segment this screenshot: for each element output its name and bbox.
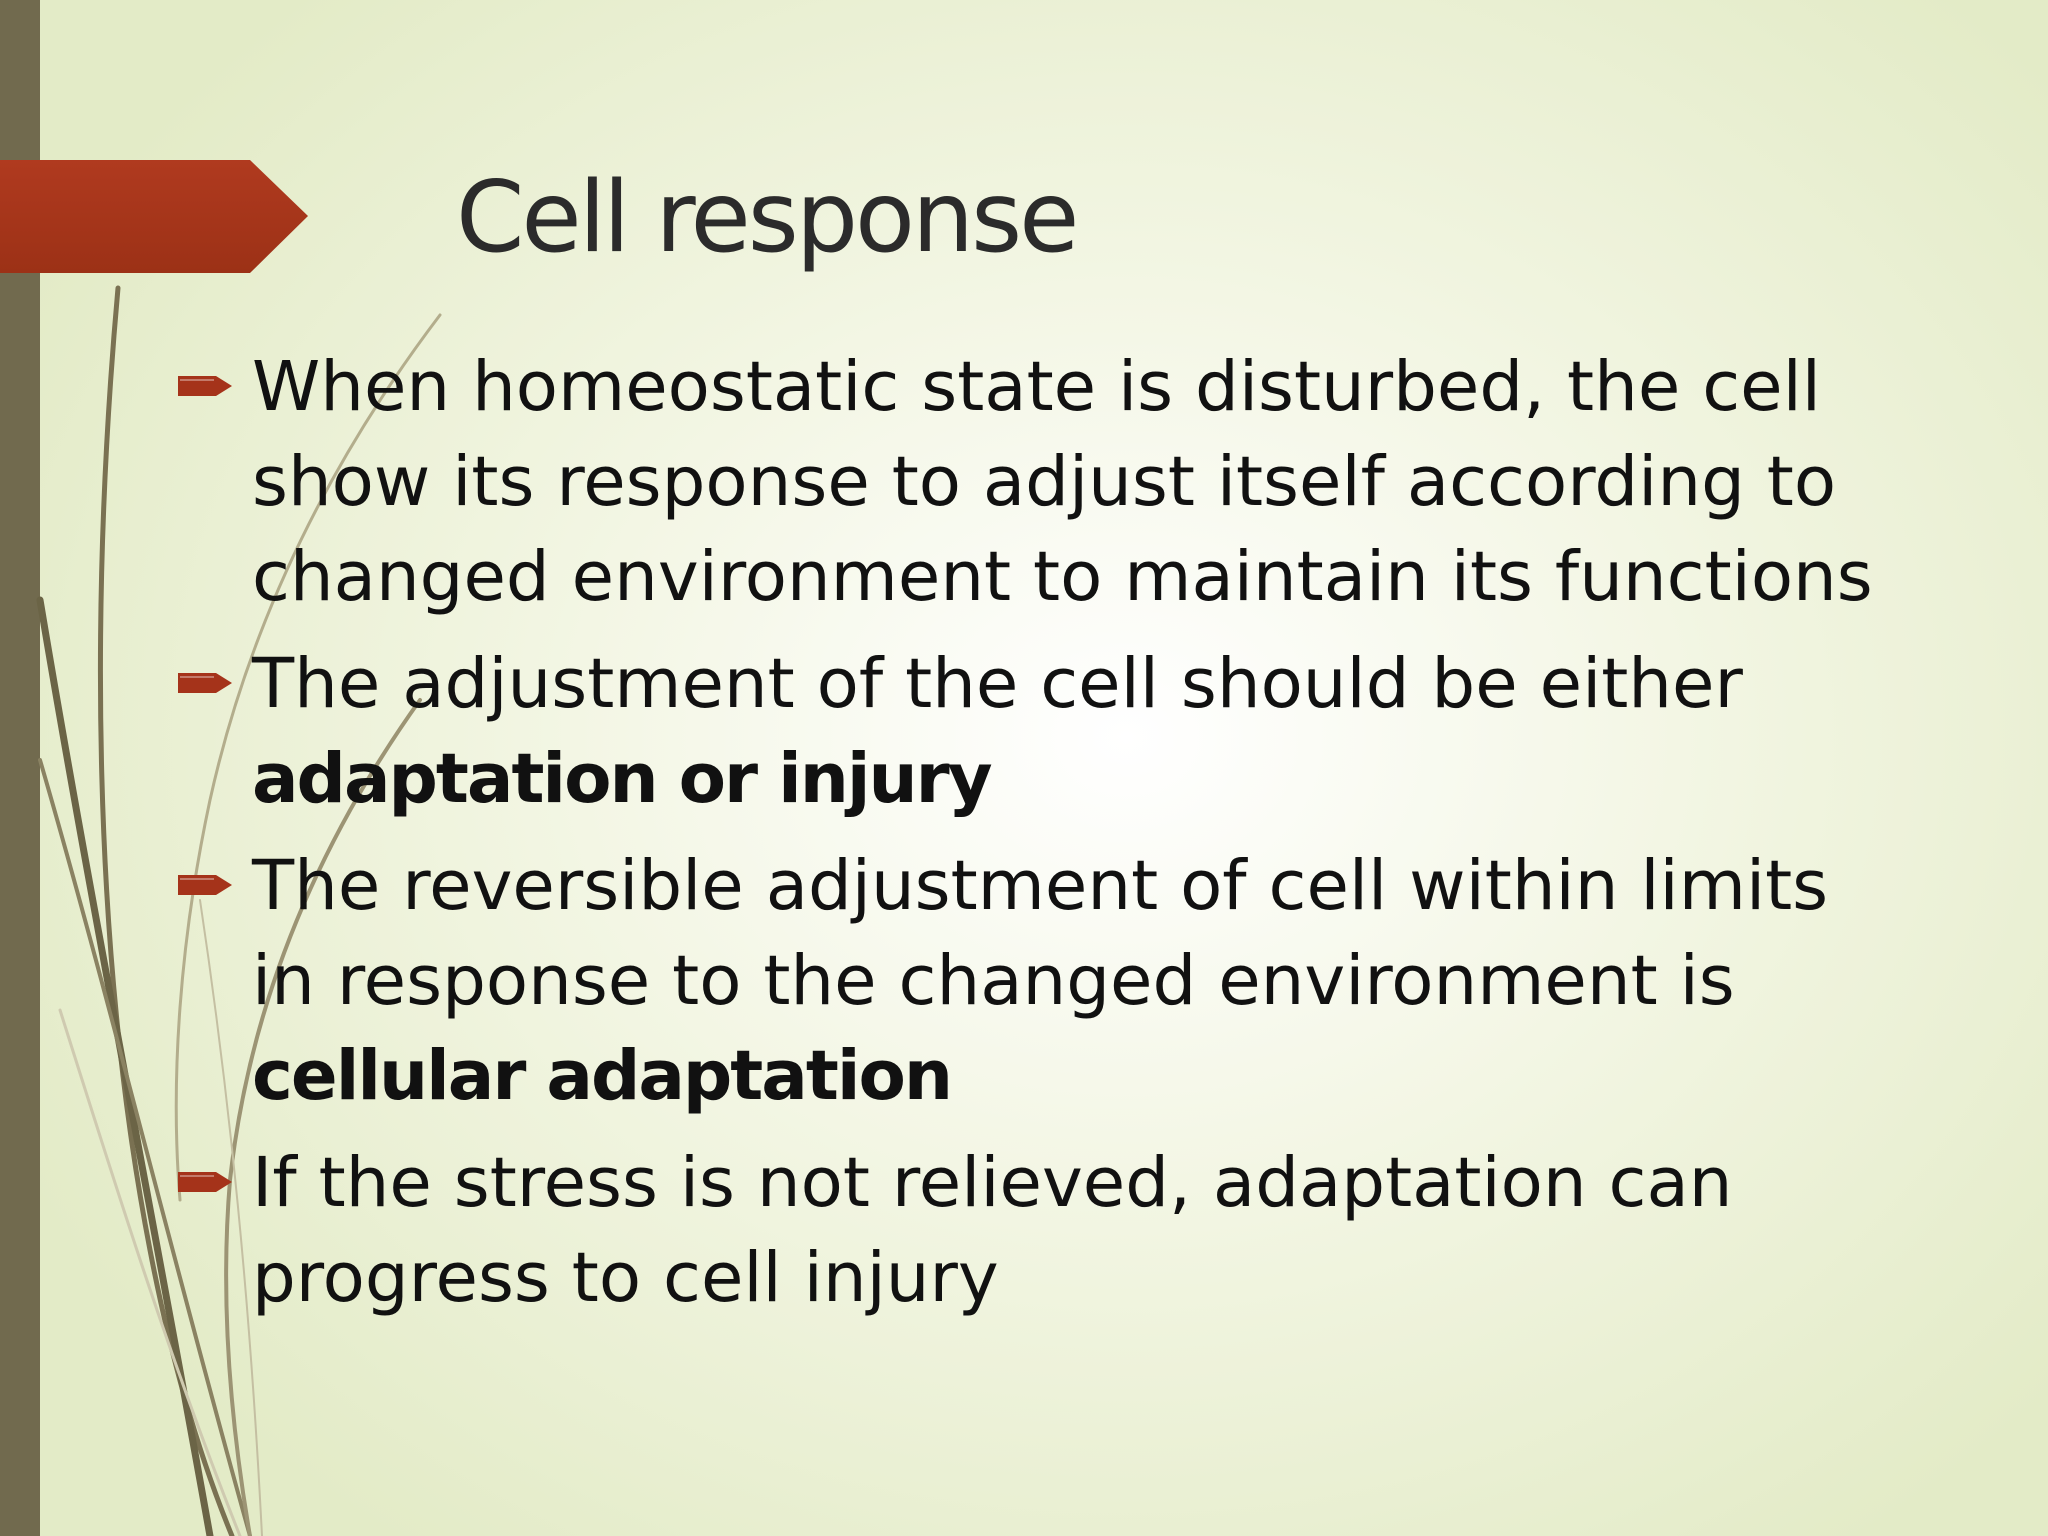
arrow-right-icon: [178, 673, 232, 693]
title-arrow-shape: [0, 160, 308, 273]
bullet-1-line-2: show its response to adjust itself accor…: [252, 442, 1837, 522]
bullet-3-line-1: The reversible adjustment of cell within…: [252, 846, 1829, 926]
bullet-3-line-2: in response to the changed environment i…: [252, 941, 1735, 1021]
bullet-2-line-1: The adjustment of the cell should be eit…: [252, 644, 1743, 724]
bullet-4-line-2: progress to cell injury: [252, 1238, 999, 1318]
arrow-right-icon: [178, 376, 232, 396]
bullet-item-4: If the stress is not relieved, adaptatio…: [178, 1136, 2002, 1326]
bullet-1-line-1: When homeostatic state is disturbed, the…: [252, 347, 1821, 427]
bullet-2-bold-term: adaptation or injury: [252, 739, 993, 819]
bullet-list: When homeostatic state is disturbed, the…: [178, 340, 2002, 1338]
bullet-item-1: When homeostatic state is disturbed, the…: [178, 340, 2002, 625]
bullet-4-line-1: If the stress is not relieved, adaptatio…: [252, 1143, 1733, 1223]
slide-title: Cell response: [456, 161, 1079, 275]
bullet-item-2: The adjustment of the cell should be eit…: [178, 637, 2002, 827]
bullet-1-line-3: changed environment to maintain its func…: [252, 537, 1873, 617]
arrow-right-icon: [178, 875, 232, 895]
bullet-3-bold-term: cellular adaptation: [252, 1036, 953, 1116]
bullet-item-3: The reversible adjustment of cell within…: [178, 839, 2002, 1124]
arrow-right-icon: [178, 1172, 232, 1192]
